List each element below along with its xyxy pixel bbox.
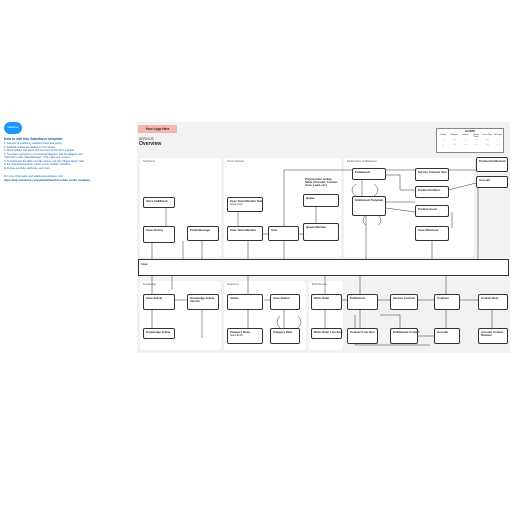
entity-box[interactable]: Account (434, 328, 460, 344)
entity-box[interactable]: Service Contract Item (415, 168, 449, 181)
entity-box[interactable]: Knowledge Article Version (187, 294, 219, 310)
logo-placeholder-tag: Your Logo Here (138, 125, 177, 133)
legend-symbol: - - - (474, 144, 478, 146)
instruction-line: 1. Add text to entities by selecting the… (4, 142, 62, 145)
instruction-line: to choose symbols, attributes, and more (4, 166, 50, 170)
group-label: Swarming (227, 283, 239, 286)
entity-box[interactable]: Entitlement (352, 168, 386, 180)
legend-symbol: - -| (485, 139, 489, 141)
entity-box[interactable]: Product Entitlement (476, 157, 508, 172)
entity-box[interactable]: Work Order (311, 294, 342, 310)
entity-box[interactable]: Queue Member (303, 223, 339, 241)
legend-symbol: - - - (463, 139, 467, 141)
legend-symbol: —| (485, 144, 489, 146)
entity-box[interactable]: Product Asset (415, 205, 449, 217)
instruction-line: 4. To create a shortcut to a connected d… (4, 152, 83, 156)
legend-symbol: — (496, 144, 500, 146)
legend: LEGEND Lookup Required Indirect Master-D… (436, 128, 504, 153)
entity-note: Polymorphic lookup fields (Account, Cont… (305, 176, 338, 188)
case-bar[interactable]: Case (138, 259, 509, 276)
legend-symbol: ⋯ (441, 145, 445, 147)
legend-symbol: —< (474, 139, 478, 141)
legend-symbol: —| (452, 139, 456, 141)
legend-column: Cross Cloud (482, 134, 492, 136)
entity-box[interactable]: Service Contract (390, 294, 418, 310)
entity-box[interactable]: Account Contact Relation (478, 328, 508, 344)
entity-box[interactable]: Entitlement Contact (390, 328, 419, 344)
entity-box[interactable]: Case Article (143, 294, 175, 310)
salesforce-logo: salesforce (4, 122, 22, 134)
legend-symbol: - -| (452, 144, 456, 146)
help-link[interactable]: https://help.salesforce.com/s/articleVie… (4, 179, 91, 182)
entity-box[interactable]: Entitlement Template (352, 196, 386, 216)
entity-box[interactable]: Account (476, 176, 508, 188)
instruction-line: 2. Add/edit entities as needed on the ca… (4, 145, 55, 149)
group-label: Field Service (312, 283, 327, 286)
entity-box[interactable]: Case Swarm (270, 294, 300, 310)
instruction-line: "Add Link" under "Data Manager". Then ad… (4, 156, 70, 159)
entity-box[interactable]: Voice Call/Email (143, 197, 175, 208)
group-label: Self-Serve (143, 160, 156, 163)
entity-box[interactable]: Entitlement (347, 294, 378, 310)
entity-box[interactable]: Knowledge Article (143, 328, 175, 339)
legend-column: Lookup (440, 134, 446, 136)
instructions-title: How to edit this Salesforce template: (4, 137, 64, 141)
page-title: Overview (139, 141, 162, 147)
entity-box[interactable]: Category Data (270, 328, 300, 344)
entity-box[interactable]: Contact Role (478, 294, 508, 310)
entity-box[interactable]: Email Message (187, 226, 219, 241)
legend-symbol: —< (463, 144, 467, 146)
legend-column: Required (450, 134, 458, 136)
group-label: Entitlements & Milestones (347, 160, 377, 163)
legend-symbol: — (441, 139, 445, 141)
entity-box[interactable]: Case History (143, 226, 175, 243)
group-label: Omni-Channel (227, 160, 244, 163)
entity-box[interactable]: Article (227, 294, 263, 310)
entity-box[interactable]: Work Order Line Item (311, 328, 342, 339)
page-subtitle: SERVICE (139, 137, 154, 141)
legend-title: LEGEND (465, 130, 475, 133)
entity-box[interactable]: Contract (434, 294, 460, 310)
legend-symbol: ⋯ (496, 140, 500, 142)
group-label: Knowledge (143, 283, 156, 286)
entity-box[interactable]: Product Entitled (415, 186, 449, 198)
entity-box[interactable]: User (268, 226, 299, 241)
instruction-line: 3. Move entities into place and use line… (4, 149, 75, 152)
legend-column: Indirect (462, 134, 468, 136)
instruction-line: 5. To customize the table of entity name… (4, 159, 85, 163)
entity-box[interactable]: Queue (303, 194, 339, 207)
legend-column: Managed (494, 134, 502, 136)
instructions-tail: For more information and additional temp… (4, 175, 64, 178)
entity-box[interactable]: Case Milestone (415, 226, 449, 241)
entity-box[interactable]: Contract Line Item (347, 328, 378, 344)
legend-column: Master-Detail (472, 134, 480, 138)
entity-box[interactable]: Case Team Member (227, 226, 263, 241)
instruction-line: in the "Advanced options" panel, set its… (4, 163, 71, 166)
